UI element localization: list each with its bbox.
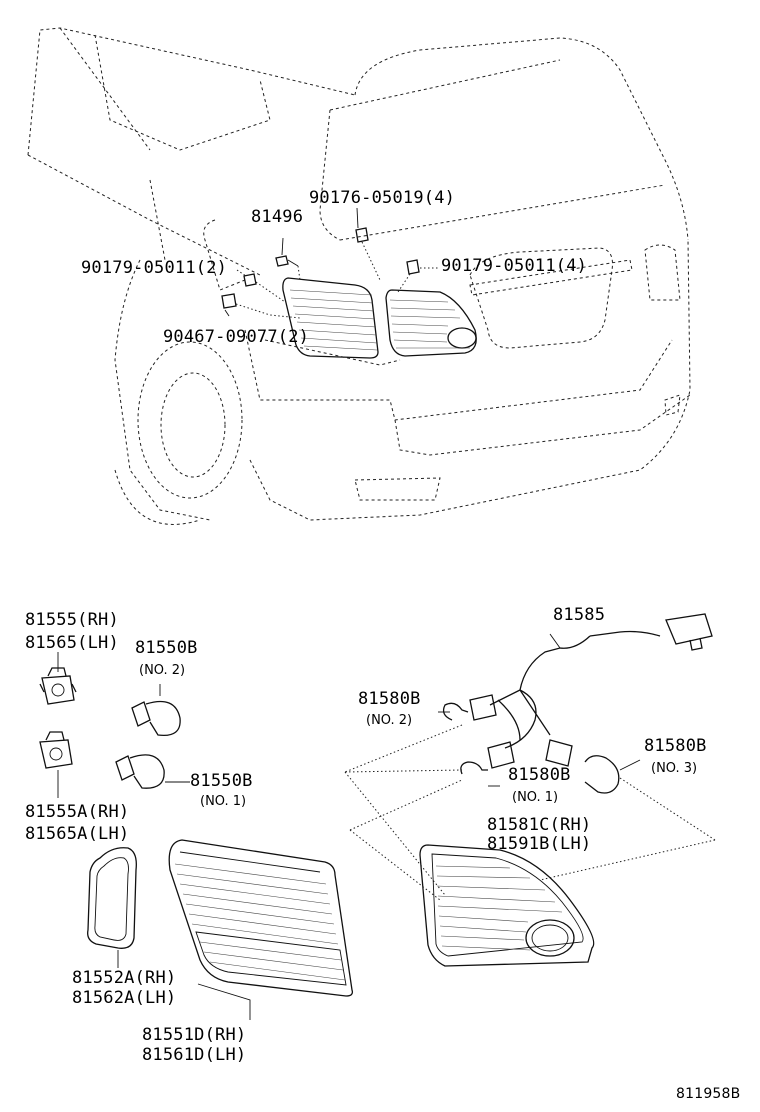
- lens-81551D: [168, 839, 354, 1020]
- label-no1-bulb: (NO. 1): [200, 794, 247, 809]
- label-81580B-mid: 81580B: [508, 765, 571, 785]
- housing-81581C: [419, 844, 595, 967]
- label-90176-05019: 90176-05019(4): [309, 188, 456, 208]
- label-81562A-lh: 81562A(LH): [72, 988, 177, 1008]
- label-81580B-right: 81580B: [644, 736, 707, 756]
- label-81555A-rh: 81555A(RH): [25, 802, 130, 822]
- bulbs-81580B: [438, 702, 641, 794]
- vehicle-rear-outline: [27, 27, 691, 525]
- label-no3: (NO. 3): [651, 761, 698, 776]
- label-81552A-rh: 81552A(RH): [72, 968, 177, 988]
- label-81580B-left: 81580B: [358, 689, 421, 709]
- label-81591B-lh: 81591B(LH): [487, 834, 592, 854]
- fasteners-upper: [221, 227, 420, 317]
- label-90179-05011-left: 90179-05011(2): [81, 258, 228, 278]
- harness-81585: [469, 613, 713, 769]
- label-81496: 81496: [251, 207, 304, 227]
- label-90179-05011-right: 90179-05011(4): [441, 256, 588, 276]
- label-81565A-lh: 81565A(LH): [25, 824, 130, 844]
- socket-81555: [39, 652, 77, 705]
- label-81550B-top: 81550B: [135, 638, 198, 658]
- label-90467-09077: 90467-09077(2): [163, 327, 310, 347]
- label-81585: 81585: [553, 605, 606, 625]
- label-no2-socket: (NO. 2): [366, 713, 413, 728]
- bulb-81550B-no2: [131, 684, 181, 737]
- label-81565-lh: 81565(LH): [25, 633, 119, 653]
- label-no1-socket: (NO. 1): [512, 790, 559, 805]
- label-no2-bulb: (NO. 2): [139, 663, 186, 678]
- label-81555-rh: 81555(RH): [25, 610, 119, 630]
- drawing-reference-number: 811958B: [676, 1086, 741, 1102]
- label-81581C-rh: 81581C(RH): [487, 815, 592, 835]
- socket-81555A: [39, 731, 73, 798]
- bulb-81550B-no1: [115, 754, 190, 789]
- mounted-lamp-outer: [282, 277, 379, 359]
- gasket-81552A: [87, 847, 137, 968]
- mounted-lamp-inner: [385, 289, 477, 357]
- label-81550B-mid: 81550B: [190, 771, 253, 791]
- label-81551D-rh: 81551D(RH): [142, 1025, 247, 1045]
- exploded-leaders: [344, 724, 716, 901]
- leaders-upper: [235, 207, 438, 319]
- label-81561D-lh: 81561D(LH): [142, 1045, 247, 1065]
